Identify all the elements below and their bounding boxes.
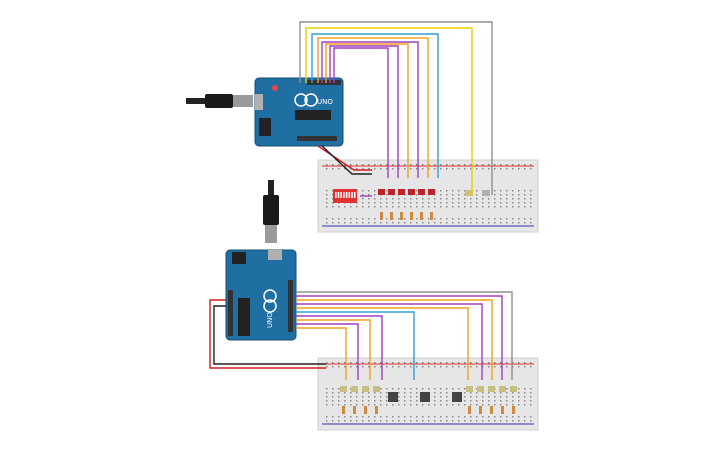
led-bottom[interactable] (362, 386, 369, 392)
led-bottom[interactable] (466, 386, 473, 392)
wire-cyan-top[interactable] (311, 33, 439, 178)
yellow-led[interactable] (465, 190, 473, 196)
led-bottom[interactable] (351, 386, 358, 392)
led-bottom[interactable] (488, 386, 495, 392)
board-logo-top: UNO (317, 98, 333, 106)
resistor[interactable] (430, 212, 433, 220)
pushbutton-1[interactable] (388, 392, 398, 402)
led-bottom[interactable] (510, 386, 517, 392)
resistor[interactable] (380, 212, 383, 220)
wire-red-bottom[interactable] (209, 299, 326, 369)
resistor[interactable] (468, 406, 471, 414)
board-logo-bottom: UNO (266, 312, 274, 328)
dip-switch[interactable] (333, 189, 357, 203)
wire-orange-top-2[interactable] (325, 43, 409, 178)
pushbutton-3[interactable] (452, 392, 462, 402)
wire-gray-top[interactable] (299, 21, 493, 195)
led-bottom[interactable] (499, 386, 506, 392)
resistor[interactable] (501, 406, 504, 414)
wire-orange-bottom-4[interactable] (296, 327, 347, 380)
resistor[interactable] (479, 406, 482, 414)
dip-switch-position[interactable] (353, 192, 356, 198)
led-red[interactable] (408, 189, 415, 195)
arduino-board-top[interactable]: UNO (254, 77, 344, 147)
wire-purple-top-3[interactable] (333, 47, 389, 178)
wires-top (299, 21, 493, 197)
arduino-board-bottom[interactable]: UNO (225, 249, 297, 341)
wire-black-top[interactable] (321, 145, 372, 175)
wire-yellow-top[interactable] (305, 27, 473, 195)
wire-orange-bottom-2[interactable] (296, 307, 469, 380)
led-red[interactable] (388, 189, 395, 195)
led-row-bottom (340, 386, 517, 414)
led-red[interactable] (398, 189, 405, 195)
resistor[interactable] (490, 406, 493, 414)
gray-sensor[interactable] (482, 190, 490, 196)
resistor[interactable] (353, 406, 356, 414)
wire-purple-top-1[interactable] (321, 41, 419, 178)
wire-purple-top-2[interactable] (329, 45, 399, 178)
pushbuttons (388, 392, 462, 402)
led-red[interactable] (378, 189, 385, 195)
resistor[interactable] (375, 406, 378, 414)
led-red[interactable] (418, 189, 425, 195)
resistor[interactable] (364, 406, 367, 414)
dip-switch-position[interactable] (351, 192, 353, 198)
resistor[interactable] (342, 406, 345, 414)
led-bottom[interactable] (373, 386, 380, 392)
wire-orange-bottom-3[interactable] (296, 319, 371, 380)
dip-switch-position[interactable] (345, 192, 348, 198)
wire-orange-top-1[interactable] (317, 37, 429, 178)
resistor[interactable] (390, 212, 393, 220)
wire-orange-bottom-1[interactable] (296, 299, 493, 380)
resistor[interactable] (410, 212, 413, 220)
usb-cable-bottom (263, 180, 279, 243)
led-row-top (378, 189, 435, 220)
wire-black-bottom[interactable] (213, 305, 326, 365)
wire-purple-bottom-3[interactable] (296, 315, 383, 380)
resistor[interactable] (400, 212, 403, 220)
wire-purple-bottom-2[interactable] (296, 303, 483, 380)
resistor[interactable] (512, 406, 515, 414)
dip-switch-position[interactable] (343, 192, 345, 198)
wires-bottom (209, 291, 513, 380)
dip-switch-position[interactable] (348, 192, 351, 198)
wire-purple-bottom-4[interactable] (296, 323, 359, 380)
wire-cyan-bottom[interactable] (296, 311, 415, 380)
wire-purple-bottom-1[interactable] (296, 295, 503, 380)
led-bottom[interactable] (477, 386, 484, 392)
led-red[interactable] (428, 189, 435, 195)
dip-switch-position[interactable] (340, 192, 342, 198)
usb-cable-top (186, 94, 253, 108)
resistor[interactable] (420, 212, 423, 220)
dip-switch-position[interactable] (335, 192, 337, 198)
dip-switch-position[interactable] (337, 192, 340, 198)
wire-gray-bottom[interactable] (296, 291, 513, 380)
led-bottom[interactable] (340, 386, 347, 392)
pushbutton-2[interactable] (420, 392, 430, 402)
